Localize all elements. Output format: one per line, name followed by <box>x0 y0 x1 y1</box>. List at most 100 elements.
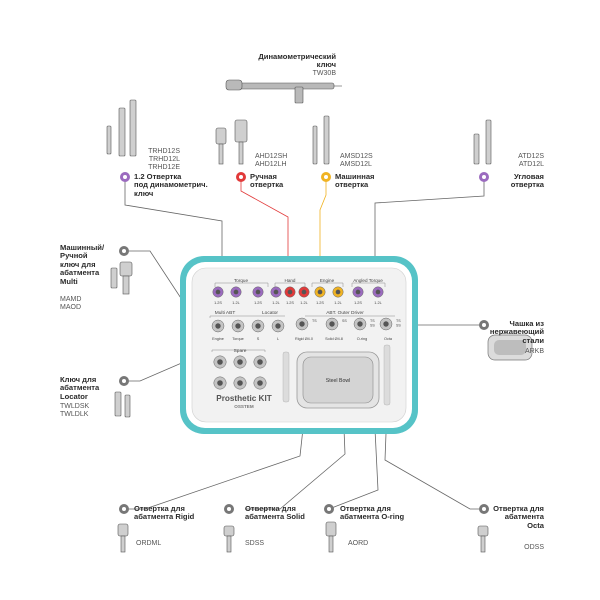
tray-slot-right <box>383 344 391 406</box>
arkb-label: Чашка из нержавеющий стали <box>489 319 544 345</box>
tray-driver-size: 1.2L <box>300 301 307 305</box>
octa-driver-icon <box>477 525 489 553</box>
tray-spare-socket <box>253 376 267 390</box>
tray-brand-title: Prosthetic KIT <box>216 394 272 403</box>
tray-outer-driver-label: ABT. Outer Driver <box>326 310 364 316</box>
tray-driver-socket <box>212 286 224 298</box>
tray-spare-socket <box>213 376 227 390</box>
tray-driver-size: 1.2L <box>272 301 279 305</box>
tray-driver-socket <box>372 286 384 298</box>
dot-aord <box>324 504 334 514</box>
twldsk-codes: TWLDSK TWLDLK <box>60 403 90 418</box>
tray-engine-label: Engine <box>320 278 335 283</box>
tray-outer-name: O-ring <box>357 337 368 341</box>
tray-driver-size: 1.2L <box>232 301 239 305</box>
tray-outer-size: SS <box>342 319 347 323</box>
tray-driver-size: 1.2L <box>374 301 381 305</box>
tray-slot-left <box>282 351 290 403</box>
tray-torque-label: Torque <box>234 278 248 283</box>
multi-key-icon <box>110 261 133 295</box>
tray-brand-sub: OSSTEM <box>234 404 254 409</box>
tray-outer-size: TS <box>312 319 317 323</box>
tray-outer-socket <box>325 317 339 331</box>
tray-driver-socket <box>284 286 296 298</box>
tray-driver-socket <box>230 286 242 298</box>
amsd-codes: AMSD12S AMSD12L <box>340 153 373 168</box>
tray-socket <box>231 319 245 333</box>
ahd-label: Ручная отвертка <box>250 172 284 190</box>
aord-label: Отвертка для абатмента O-ring <box>340 504 405 522</box>
tray-driver-size: 1.2S <box>214 301 222 305</box>
tray-socket <box>251 319 265 333</box>
odss-code: ODSS <box>524 544 544 551</box>
tray-locator-label: Locator <box>262 310 278 316</box>
tray-driver-socket <box>252 286 264 298</box>
top-wrench-code: TW30B <box>312 70 336 77</box>
tray-outer-socket <box>295 317 309 331</box>
sdss-label: Отвертка для абатмента Solid <box>245 504 305 522</box>
aord-code: AORD <box>348 540 369 547</box>
tray-driver-socket <box>314 286 326 298</box>
tray-spare-socket <box>253 355 267 369</box>
section-brackets <box>209 282 395 352</box>
dot-amsd <box>321 172 331 182</box>
tray-angled-label: Angled Torque <box>353 278 383 283</box>
dot-trhd <box>120 172 130 182</box>
line-ahd <box>240 177 289 290</box>
line-trhd <box>124 177 223 290</box>
tray-driver-socket <box>332 286 344 298</box>
dot-sdss <box>224 504 234 514</box>
dot-ordml <box>119 504 129 514</box>
amsd-label: Машинная отвертка <box>335 172 375 190</box>
top-wrench-label: Динамометрический ключ <box>258 52 336 70</box>
tray-spare-socket <box>213 355 227 369</box>
tray-spare-socket <box>233 376 247 390</box>
tray-socket <box>211 319 225 333</box>
dot-atd <box>479 172 489 182</box>
dot-twldsk <box>119 376 129 386</box>
tray-socket-label: Engine <box>212 337 224 341</box>
tray-spare-socket <box>233 355 247 369</box>
line-atd <box>374 177 485 290</box>
line-amsd <box>319 177 327 290</box>
trhd-codes: TRHD12S TRHD12L TRHD12E <box>148 148 180 171</box>
tray-socket <box>271 319 285 333</box>
tray-driver-size: 1.2S <box>354 301 362 305</box>
dot-odss <box>479 504 489 514</box>
tray-outer-size: SS <box>370 324 375 328</box>
odss-label: Отвертка для абатмента Octa <box>493 504 544 530</box>
tray-multi-abt-label: Multi ABT <box>215 310 236 316</box>
atd-codes: ATD12S ATD12L <box>518 153 544 168</box>
twldsk-label: Ключ для абатмента Locator <box>60 375 100 401</box>
tray-outer-size: TS <box>396 319 401 323</box>
tray-outer-socket <box>353 317 367 331</box>
ordml-code: ORDML <box>136 540 162 547</box>
engine-driver-icon <box>312 115 330 165</box>
tray-outer-name: Octa <box>384 337 393 341</box>
torque-driver-icon <box>106 99 137 157</box>
angled-driver-icon <box>473 119 492 165</box>
mamd-label: Машинный/ Ручной ключ для абатмента Mult… <box>60 243 105 286</box>
ordml-label: Отвертка для абатмента Rigid <box>134 504 195 522</box>
dot-mamd <box>119 246 129 256</box>
trhd-label: 1.2 Отвертка под динамометрич. ключ <box>134 172 208 198</box>
tray-socket-label: L <box>277 337 279 341</box>
tray-driver-size: 1.2S <box>316 301 324 305</box>
tray-socket-label: S <box>257 337 260 341</box>
tray-outer-name: Rigid Ø4.0 <box>295 337 313 341</box>
tray-driver-socket <box>298 286 310 298</box>
tray-driver-size: 1.2S <box>254 301 262 305</box>
tray-spare-sockets <box>213 355 267 390</box>
solid-driver-icon <box>223 525 235 553</box>
steel-bowl-icon <box>487 334 533 361</box>
tray-bowl-label: Steel Bowl <box>326 378 351 384</box>
ahd-codes: AHD12SH AHD12LH <box>255 153 288 168</box>
tray-spare-label: Spare <box>234 348 247 354</box>
torque-wrench-icon <box>225 79 342 104</box>
